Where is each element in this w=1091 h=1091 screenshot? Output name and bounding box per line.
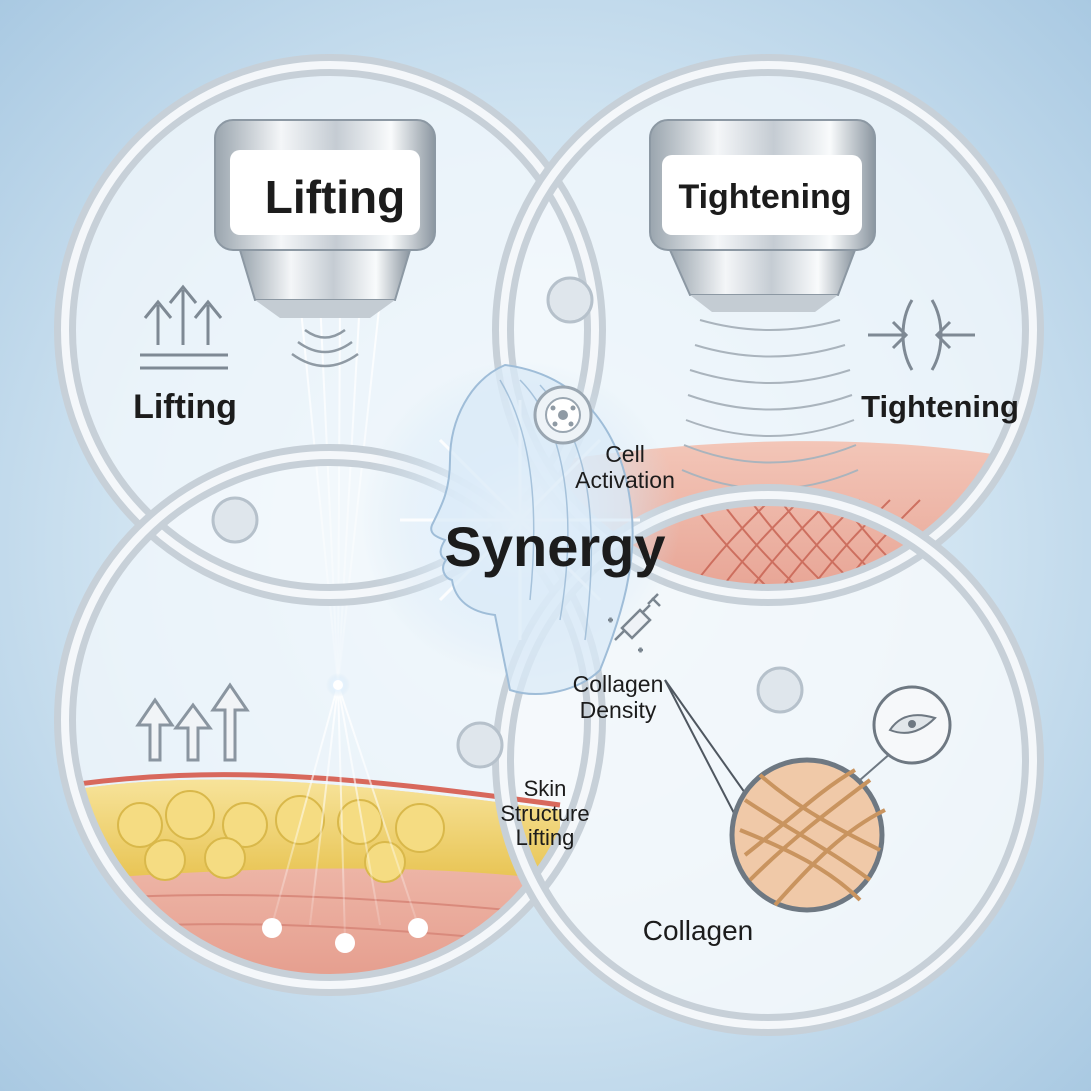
face-profile-icon: [430, 363, 634, 695]
tightening-side-label: Tightening: [861, 389, 1019, 424]
ultrasound-device-icon: [214, 119, 436, 368]
collagen-fiber-icon: [729, 757, 886, 913]
collagen-label: Collagen: [642, 915, 754, 946]
compress-arrows-icon: [868, 299, 975, 371]
cell-activation-label: Cell Activation: [575, 441, 675, 493]
lifting-device-label: Lifting: [264, 171, 406, 223]
collagen-density-label: Collagen Density: [572, 671, 664, 723]
focal-points: [262, 673, 428, 953]
puzzle-connectors: [211, 276, 804, 769]
cell-icon: [533, 385, 593, 445]
synergy-title: Synergy: [444, 515, 666, 578]
tightening-device-label: Tightening: [678, 178, 852, 216]
rings: [54, 54, 1044, 1036]
lifting-side-label: Lifting: [133, 388, 237, 426]
energy-beam: [271, 299, 419, 941]
up-arrows-icon: [140, 284, 228, 370]
pointer-line: [664, 679, 751, 816]
skin-structure-lifting-label: Skin Structure Lifting: [500, 776, 590, 851]
fibroblast-icon: [872, 685, 952, 765]
ultrasound-device-icon: [649, 119, 876, 312]
up-arrows-icon: [135, 682, 250, 762]
syringe-icon: [608, 593, 661, 653]
